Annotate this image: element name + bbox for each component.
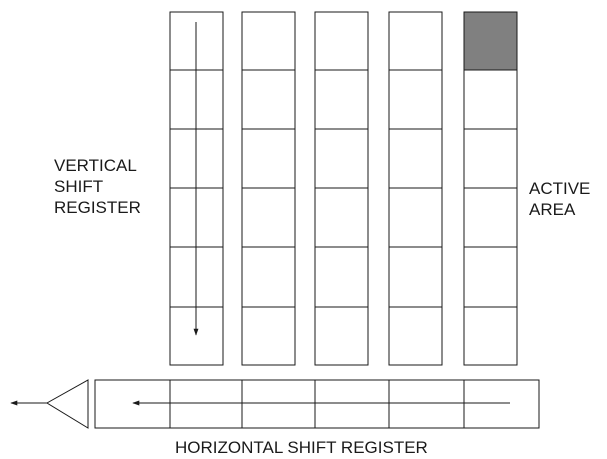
- vertical-shift-register-label-line3: REGISTER: [54, 198, 141, 217]
- pixel-cell: [388, 128, 443, 189]
- pixel-columns: [169, 11, 518, 366]
- pixel-cell: [463, 246, 518, 308]
- vertical-shift-register-label-line1: VERTICAL: [54, 156, 137, 175]
- active-area-label: ACTIVE AREA: [529, 178, 590, 220]
- active-area-label-line1: ACTIVE: [529, 179, 591, 198]
- pixel-cell: [463, 187, 518, 248]
- pixel-cell: [241, 246, 296, 308]
- pixel-cell: [314, 306, 369, 366]
- pixel-cell: [314, 11, 369, 71]
- pixel-cell: [463, 128, 518, 189]
- horizontal-shift-register: [94, 379, 540, 429]
- pixel-cell: [241, 11, 296, 71]
- output-amplifier: [46, 379, 89, 429]
- pixel-cell: [241, 69, 296, 130]
- pixel-cell: [241, 128, 296, 189]
- pixel-cell: [241, 187, 296, 248]
- pixel-cell: [463, 69, 518, 130]
- horizontal-shift-register-label: HORIZONTAL SHIFT REGISTER: [175, 438, 428, 457]
- vertical-shift-register-label-line2: SHIFT: [54, 177, 104, 196]
- pixel-cell: [388, 11, 443, 71]
- pixel-cell: [388, 69, 443, 130]
- horizontal-register-frame: [94, 379, 540, 429]
- pixel-cell: [314, 246, 369, 308]
- active-area-label-line2: AREA: [529, 200, 576, 219]
- pixel-cell: [314, 128, 369, 189]
- pixel-cell: [314, 187, 369, 248]
- pixel-cell: [388, 306, 443, 366]
- pixel-cell: [314, 69, 369, 130]
- pixel-cell: [241, 306, 296, 366]
- pixel-cell: [388, 187, 443, 248]
- pixel-cell: [463, 306, 518, 366]
- pixel-cell: [388, 246, 443, 308]
- active-pixel: [463, 11, 518, 71]
- vertical-shift-register-label: VERTICAL SHIFT REGISTER: [54, 155, 141, 218]
